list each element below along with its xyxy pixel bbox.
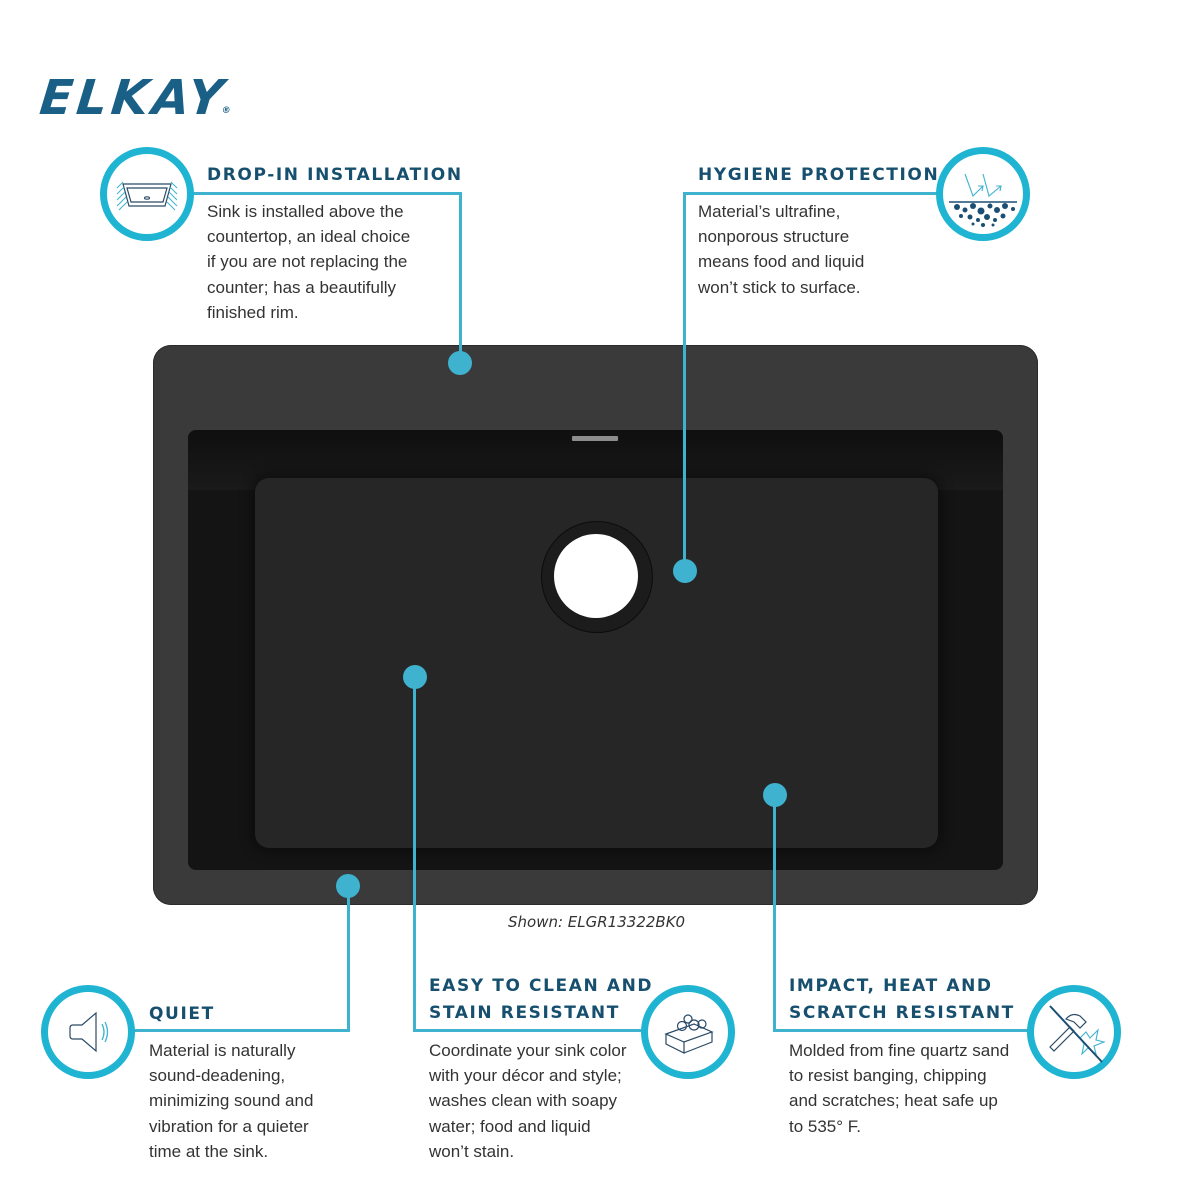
callout-line-quiet <box>130 1029 350 1032</box>
callout-line-quiet-vertical <box>347 886 350 1031</box>
elkay-logo: ELKAY® <box>37 70 234 126</box>
callout-line-easy-clean-vertical <box>413 677 416 1031</box>
soap-bar-icon <box>641 985 735 1079</box>
feature-desc-impact: Molded from fine quartz sand to resist b… <box>789 1041 1010 1136</box>
logo-text: ELKAY <box>37 70 230 126</box>
nonporous-surface-icon <box>936 147 1030 241</box>
callout-line-impact <box>773 1029 1035 1032</box>
feature-desc-drop-in: Sink is installed above the countertop, … <box>207 202 411 322</box>
feature-title-easy-clean: EASY TO CLEAN AND STAIN RESISTANT <box>429 976 654 1023</box>
callout-dot-hygiene <box>673 559 697 583</box>
feature-title-hygiene: HYGIENE PROTECTION <box>698 165 940 185</box>
registered-mark: ® <box>221 106 232 116</box>
drain-hole <box>554 534 638 618</box>
callout-line-drop-in <box>180 192 462 195</box>
feature-title-quiet: QUIET <box>149 1004 215 1024</box>
callout-line-hygiene <box>683 192 943 195</box>
callout-line-easy-clean <box>413 1029 653 1032</box>
product-caption: Shown: ELGR13322BK0 <box>508 913 686 931</box>
callout-line-impact-vertical <box>773 795 776 1031</box>
callout-line-drop-in-vertical <box>459 192 462 362</box>
feature-desc-easy-clean: Coordinate your sink color with your déc… <box>429 1041 627 1161</box>
drop-in-sink-icon <box>100 147 194 241</box>
callout-dot-drop-in <box>448 351 472 375</box>
feature-desc-quiet: Material is naturally sound-deadening, m… <box>149 1041 314 1161</box>
sink-logo-badge <box>572 436 618 441</box>
no-hammer-impact-icon <box>1027 985 1121 1079</box>
callout-line-hygiene-vertical <box>683 192 686 571</box>
feature-desc-hygiene: Material’s ultrafine, nonporous structur… <box>698 202 865 297</box>
speaker-icon <box>41 985 135 1079</box>
feature-title-drop-in: DROP-IN INSTALLATION <box>207 165 463 185</box>
feature-title-impact: IMPACT, HEAT AND SCRATCH RESISTANT <box>789 976 1015 1023</box>
